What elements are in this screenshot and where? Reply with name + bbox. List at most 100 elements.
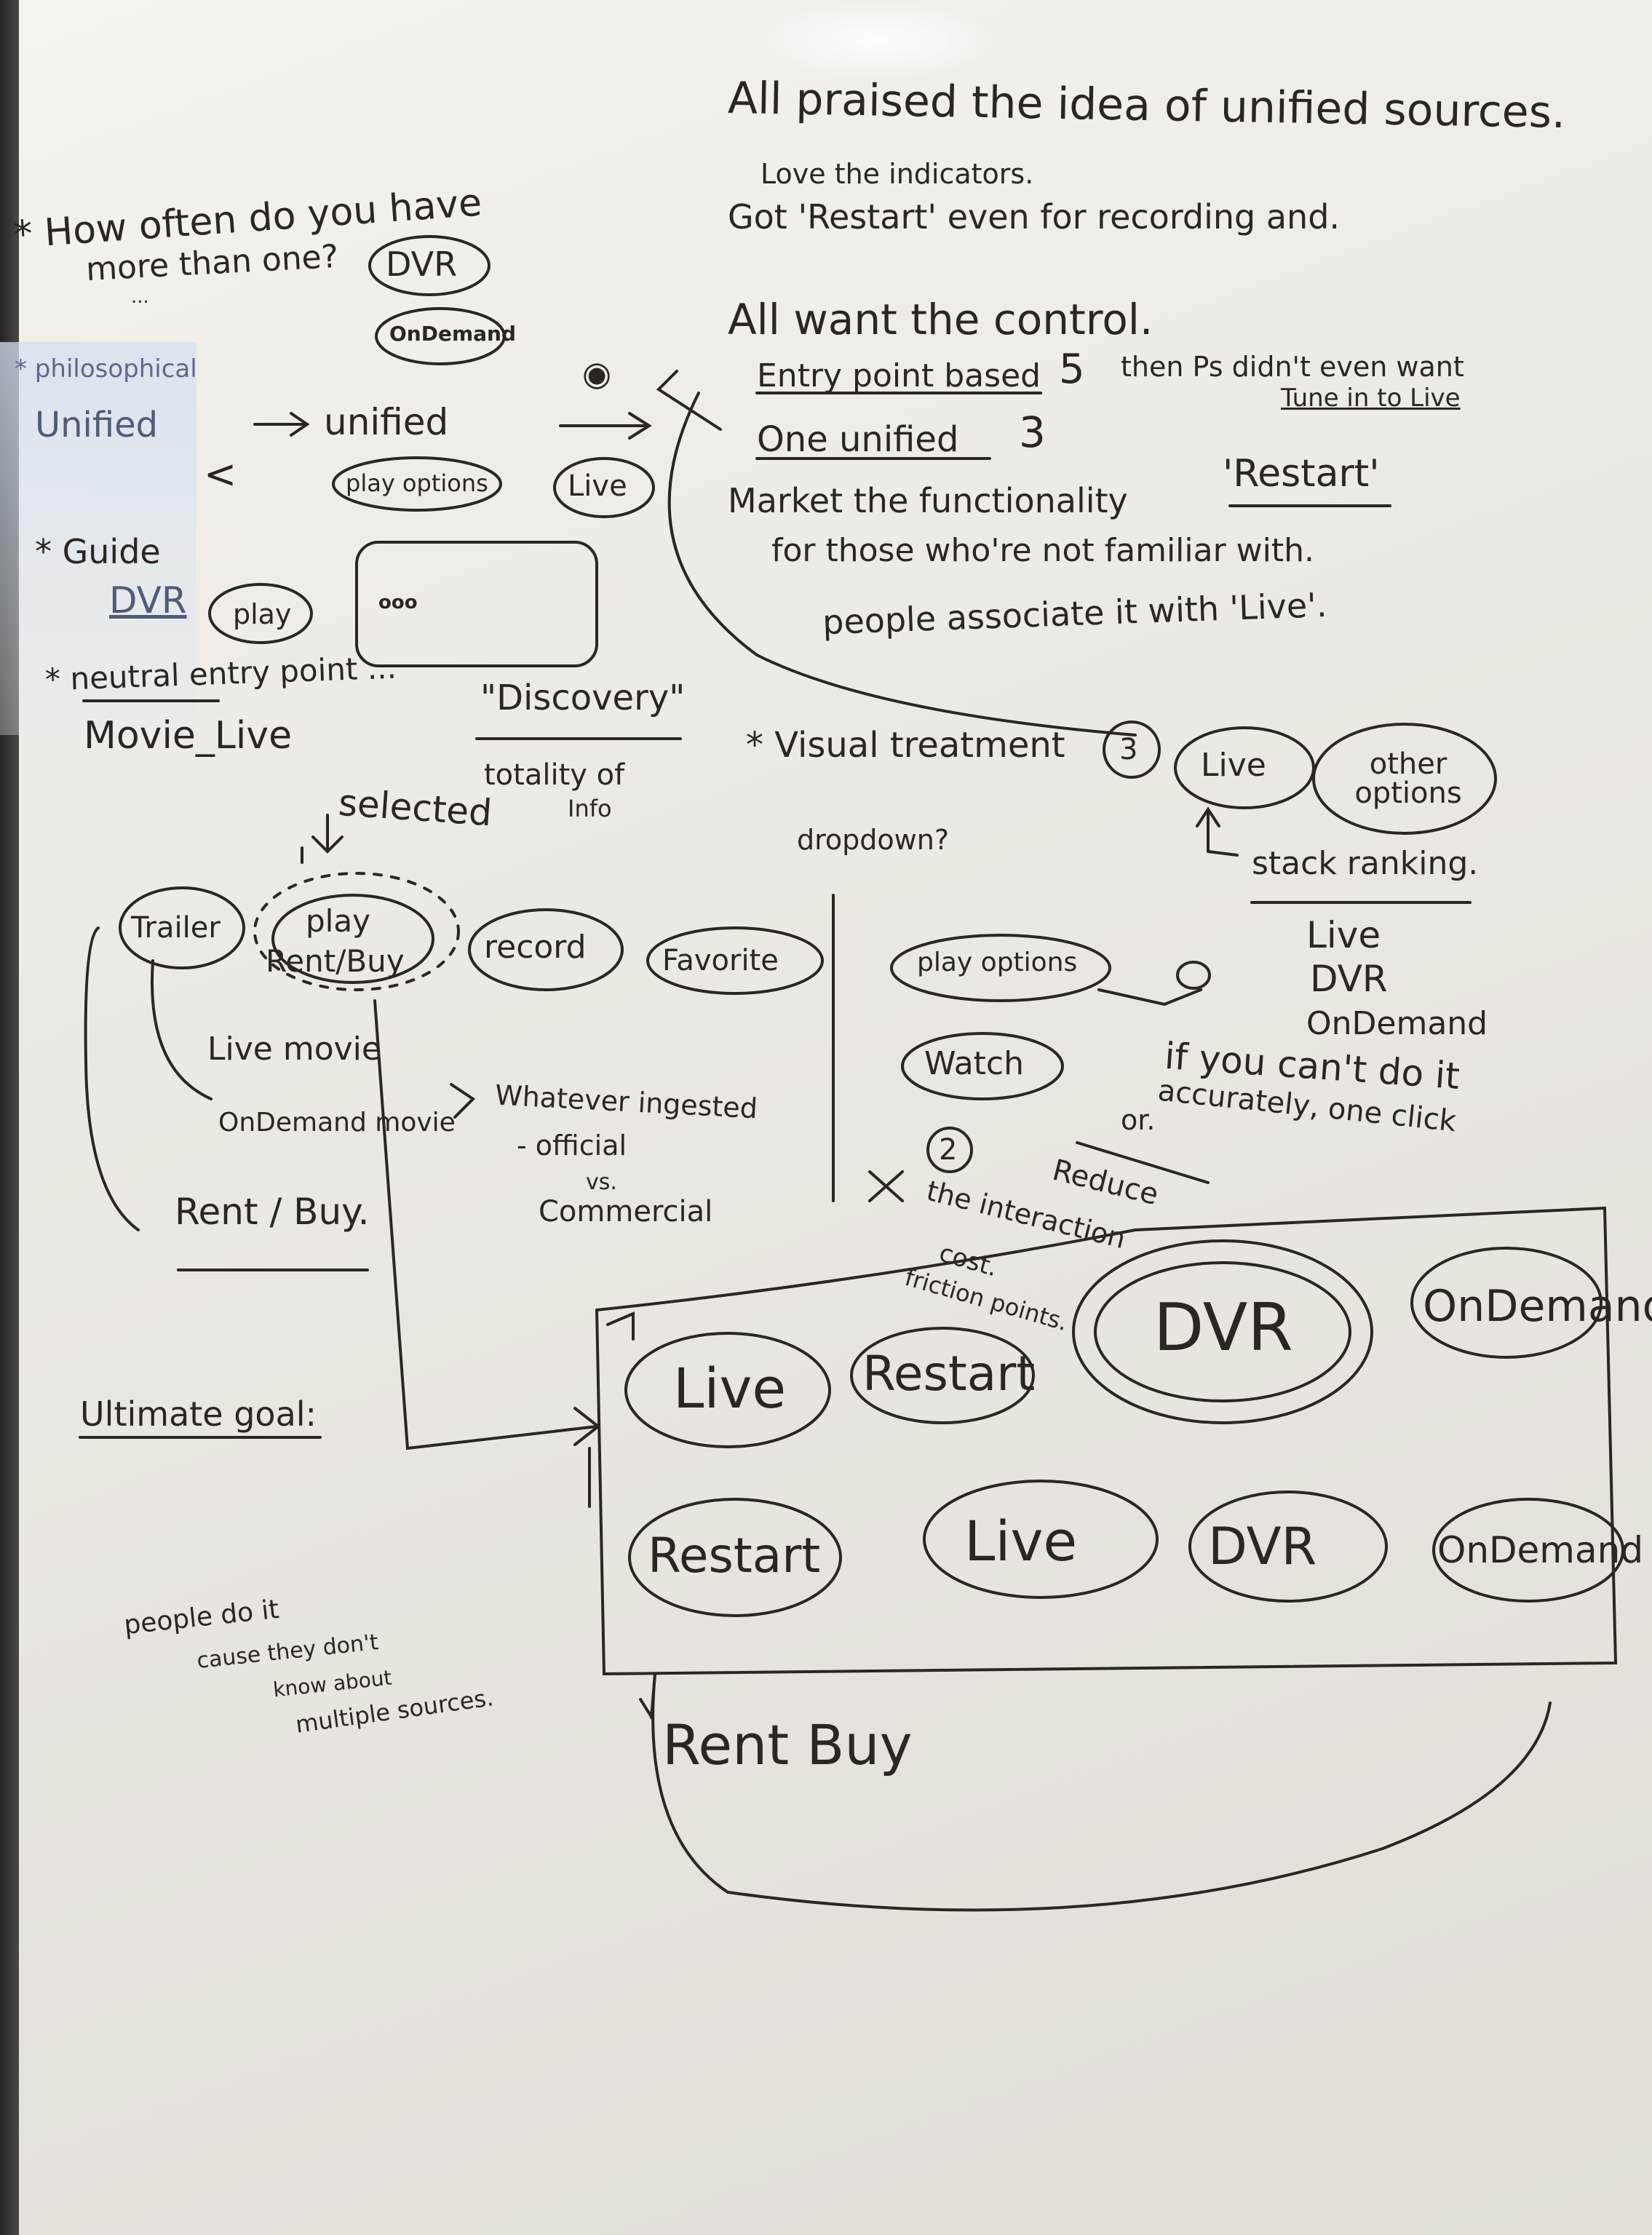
rank-ondemand: OnDemand bbox=[1306, 1005, 1488, 1042]
bottom-arc bbox=[651, 1672, 1552, 1912]
one-count: 3 bbox=[1019, 408, 1046, 457]
entry-point-based-note: Entry point based bbox=[757, 357, 1041, 394]
circle-two-label: 2 bbox=[939, 1133, 958, 1167]
row2-ondemand: OnDemand bbox=[1437, 1529, 1644, 1571]
got-restart-note: Got 'Restart' even for recording and. bbox=[728, 197, 1341, 237]
stack-ranking-note: stack ranking. bbox=[1252, 845, 1479, 882]
bracket-left-list bbox=[84, 926, 140, 1231]
row2-restart: Restart bbox=[648, 1528, 821, 1584]
one-unified-note: One unified bbox=[757, 419, 959, 460]
rent-buy-pill-label: Rent/Buy bbox=[266, 943, 405, 979]
or-note: or. bbox=[1121, 1104, 1156, 1136]
pill-outline-play-options-2 bbox=[890, 934, 1111, 1002]
live-movie-label: Live movie bbox=[207, 1031, 381, 1068]
row1-live: Live bbox=[673, 1356, 787, 1421]
pill-outline-live-play bbox=[1174, 726, 1315, 809]
guide-screen-box bbox=[355, 541, 598, 667]
tiny-circle bbox=[1176, 961, 1211, 990]
pill-outline-row2-live bbox=[923, 1480, 1159, 1599]
pill-play-label: play bbox=[233, 598, 292, 630]
info-label: Info bbox=[568, 795, 612, 822]
pill-outline-row1-live bbox=[624, 1332, 831, 1448]
totality-label: totality of bbox=[484, 758, 625, 792]
pill-outline-row2-restart bbox=[628, 1498, 842, 1617]
pill-outline-row2-ondemand bbox=[1432, 1498, 1624, 1603]
row1-ondemand: OnDemand bbox=[1423, 1281, 1652, 1332]
less-than-mark: < bbox=[204, 451, 237, 497]
dropdown-note: dropdown? bbox=[797, 824, 949, 856]
pill-outline-live bbox=[553, 457, 655, 518]
arc-connector bbox=[667, 392, 1137, 737]
pill-play-options-label: play options bbox=[346, 469, 488, 497]
commercial-note: Commercial bbox=[539, 1195, 713, 1228]
pill-outline-row1-ondemand bbox=[1410, 1247, 1603, 1359]
official-note: - official bbox=[517, 1130, 627, 1162]
question-dots: ... bbox=[131, 286, 149, 308]
selected-dotted-ring bbox=[253, 872, 460, 991]
rent-buy-bottom: Rent Buy bbox=[662, 1712, 913, 1777]
circle-three bbox=[1103, 720, 1161, 779]
pill-outline-row1-restart bbox=[850, 1327, 1035, 1424]
circle-two bbox=[926, 1127, 973, 1173]
arrow-unified bbox=[253, 412, 310, 437]
favorite-label: Favorite bbox=[662, 944, 779, 977]
ink-blot-mark: ◉ bbox=[582, 354, 612, 393]
entry-count: 5 bbox=[1059, 346, 1085, 393]
bracket-live-movie bbox=[151, 959, 213, 1100]
ondemand-movie-label: OnDemand movie bbox=[218, 1108, 456, 1138]
dvr-underlined-label: DVR bbox=[109, 579, 187, 622]
ellipsis-box-label: ooo bbox=[378, 592, 418, 614]
pill-outline-dvr bbox=[368, 235, 491, 296]
arrow-to-right bbox=[559, 412, 652, 440]
pill-outline-ondemand bbox=[375, 307, 506, 365]
movie-live-label: Movie_Live bbox=[84, 714, 293, 758]
watch-label: Watch bbox=[924, 1045, 1024, 1082]
pill-outline-play-rent bbox=[271, 894, 434, 984]
want-control-note: All want the control. bbox=[728, 295, 1153, 344]
selected-label: selected bbox=[337, 781, 493, 835]
arrow-selected bbox=[311, 814, 343, 854]
trailer-label: Trailer bbox=[131, 911, 221, 945]
brace-whatever bbox=[450, 1083, 476, 1119]
light-glare bbox=[757, 0, 997, 80]
circle-three-label: 3 bbox=[1119, 733, 1138, 766]
pill-outline-row1-dvr-inner bbox=[1094, 1261, 1351, 1402]
pill-outline-trailer bbox=[119, 886, 245, 969]
philosophical-label: * philosophical bbox=[15, 354, 197, 384]
pill-ondemand-label: OnDemand bbox=[389, 322, 517, 346]
arrow-rent-buy bbox=[639, 1672, 656, 1720]
ultimate-goal-label: Ultimate goal: bbox=[80, 1394, 317, 1434]
play-label: play bbox=[306, 903, 370, 939]
record-label: record bbox=[484, 929, 587, 966]
pill-outline-play bbox=[208, 583, 313, 644]
pill-live-label: Live bbox=[568, 469, 627, 503]
love-indicators-note: Love the indicators. bbox=[761, 158, 1034, 190]
window-reflection bbox=[0, 342, 196, 735]
unified-left-label: Unified bbox=[35, 405, 159, 445]
arrow-stack bbox=[1196, 806, 1239, 857]
pill-outline-row1-dvr-outer bbox=[1072, 1239, 1373, 1424]
row2-live: Live bbox=[964, 1509, 1078, 1573]
market-note: Market the functionality bbox=[728, 481, 1128, 520]
x-mark bbox=[868, 1170, 904, 1202]
pill-outline-favorite bbox=[646, 926, 824, 995]
pill-dvr-label: DVR bbox=[386, 245, 458, 284]
pill-outline-play-options bbox=[332, 456, 502, 512]
discovery-label: "Discovery" bbox=[480, 678, 686, 718]
for-those-note: for those who're not familiar with. bbox=[771, 532, 1315, 569]
box-corner bbox=[606, 1311, 635, 1341]
guide-label: * Guide bbox=[35, 532, 161, 571]
row2-dvr: DVR bbox=[1208, 1517, 1317, 1576]
pill-outline-row2-dvr bbox=[1188, 1490, 1388, 1603]
visual-treatment-note: * Visual treatment bbox=[746, 725, 1065, 766]
row1-dvr: DVR bbox=[1153, 1290, 1293, 1366]
unified-right-label: unified bbox=[324, 401, 449, 443]
pill-outline-watch bbox=[901, 1032, 1064, 1100]
tune-in-note: Tune in to Live bbox=[1281, 384, 1461, 413]
strike-reduce bbox=[1076, 1141, 1210, 1184]
pill-other-label: other options bbox=[1354, 747, 1462, 810]
pill-live-play-label: Live bbox=[1201, 747, 1266, 784]
line-play-options bbox=[1097, 988, 1202, 1007]
